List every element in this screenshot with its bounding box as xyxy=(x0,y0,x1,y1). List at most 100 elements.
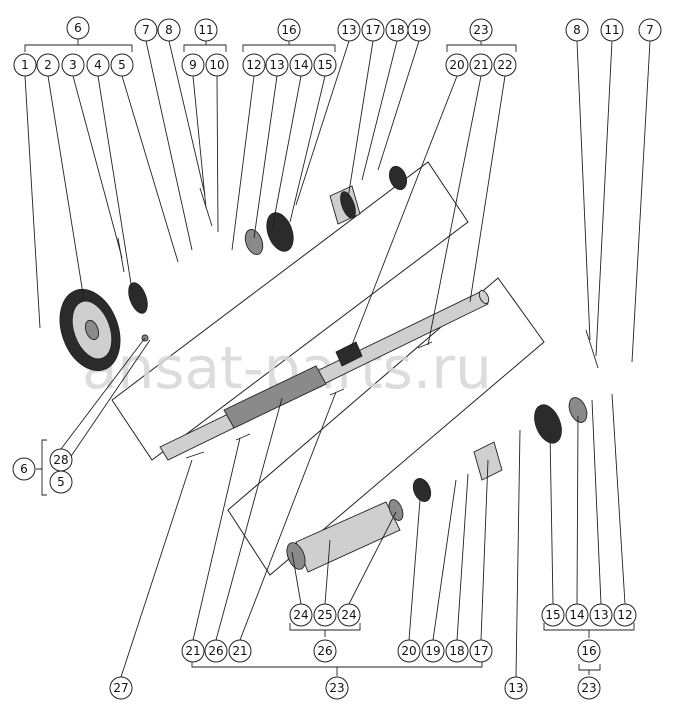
callout-c23a: 23 xyxy=(469,18,493,42)
callout-c21b: 21 xyxy=(181,639,205,663)
callout-c14b: 14 xyxy=(565,603,589,627)
callout-c15b: 15 xyxy=(541,603,565,627)
leader-line xyxy=(289,75,326,223)
leader-line xyxy=(611,393,626,605)
bracket-6-top xyxy=(24,39,133,52)
callout-number: 23 xyxy=(329,681,344,695)
callout-number: 18 xyxy=(389,23,404,37)
callout-circle xyxy=(277,18,301,42)
callout-number: 4 xyxy=(94,58,102,72)
bracket-16-bottom xyxy=(543,623,635,638)
callout-c2: 2 xyxy=(36,53,60,77)
callout-number: 3 xyxy=(69,58,77,72)
pulley-group xyxy=(59,237,149,372)
leader-lines xyxy=(24,40,651,678)
callout-number: 15 xyxy=(317,58,332,72)
leader-line xyxy=(231,75,255,251)
callout-circle xyxy=(313,53,337,77)
leader-line xyxy=(60,337,146,450)
leader-line xyxy=(121,75,179,263)
callout-c17b: 17 xyxy=(469,639,493,663)
callout-circle xyxy=(36,53,60,77)
callout-c18a: 18 xyxy=(385,18,409,42)
callout-c6a: 6 xyxy=(66,16,90,40)
callout-number: 13 xyxy=(341,23,356,37)
callout-circle xyxy=(577,639,601,663)
callout-c22: 22 xyxy=(493,53,517,77)
callout-c24b: 24 xyxy=(337,603,361,627)
bearing-ring xyxy=(244,229,264,255)
callout-number: 20 xyxy=(449,58,464,72)
callout-circle xyxy=(265,53,289,77)
bracket-23-bottom xyxy=(191,660,483,676)
callout-circle xyxy=(325,676,349,700)
leader-line xyxy=(192,437,241,641)
pin-21-right xyxy=(417,341,433,349)
callout-circle xyxy=(469,18,493,42)
leader-line xyxy=(324,539,331,605)
leader-line xyxy=(215,397,283,641)
lower-bearing-ring xyxy=(568,397,588,423)
callout-c21c: 21 xyxy=(228,639,252,663)
callout-number: 17 xyxy=(473,644,488,658)
callout-circle xyxy=(504,676,528,700)
small-pins xyxy=(185,341,433,459)
callout-number: 8 xyxy=(573,23,581,37)
callout-circle xyxy=(577,676,601,700)
callout-circle xyxy=(361,18,385,42)
pin-8-right xyxy=(585,329,599,369)
callout-c13b: 13 xyxy=(337,18,361,42)
callout-number: 10 xyxy=(209,58,224,72)
callout-circle xyxy=(204,639,228,663)
leader-line xyxy=(595,40,613,357)
callout-c7b: 7 xyxy=(638,18,662,42)
leader-line xyxy=(576,40,591,341)
callout-c25: 25 xyxy=(313,603,337,627)
leader-line xyxy=(469,75,506,303)
callout-number: 23 xyxy=(473,23,488,37)
callout-c13d: 13 xyxy=(504,676,528,700)
callout-c17a: 17 xyxy=(361,18,385,42)
callout-c18b: 18 xyxy=(445,639,469,663)
callout-c7a: 7 xyxy=(134,18,158,42)
leader-line xyxy=(60,339,151,472)
callout-number: 26 xyxy=(208,644,223,658)
bracket-6-left xyxy=(36,439,47,496)
callout-circle xyxy=(421,639,445,663)
callout-number: 6 xyxy=(74,21,82,35)
callout-number: 18 xyxy=(449,644,464,658)
callout-c8a: 8 xyxy=(157,18,181,42)
callout-number: 15 xyxy=(545,608,560,622)
callout-number: 13 xyxy=(269,58,284,72)
lower-assembly-frame xyxy=(227,277,545,576)
bracket-23-right xyxy=(578,664,601,675)
leader-line xyxy=(347,40,374,199)
callout-number: 11 xyxy=(604,23,619,37)
callout-circle xyxy=(445,639,469,663)
callout-number: 13 xyxy=(508,681,523,695)
callout-number: 12 xyxy=(246,58,261,72)
callout-circle xyxy=(337,603,361,627)
leader-line xyxy=(192,75,207,209)
main-shaft xyxy=(159,290,490,461)
callout-number: 11 xyxy=(198,23,213,37)
leader-line xyxy=(349,75,458,351)
callout-number: 14 xyxy=(569,608,584,622)
callout-c26a: 26 xyxy=(313,639,337,663)
leader-line xyxy=(432,479,457,641)
callout-c20b: 20 xyxy=(397,639,421,663)
callout-c11a: 11 xyxy=(194,18,218,42)
callout-number: 26 xyxy=(317,644,332,658)
leader-line xyxy=(97,75,133,291)
leader-line xyxy=(576,415,579,605)
callout-c12b: 12 xyxy=(613,603,637,627)
callout-circle xyxy=(12,457,36,481)
callout-number: 12 xyxy=(617,608,632,622)
callout-number: 9 xyxy=(189,58,197,72)
leader-line xyxy=(24,75,41,329)
upper-sprocket xyxy=(388,165,408,191)
leader-line xyxy=(291,551,302,605)
leader-line xyxy=(427,75,482,346)
